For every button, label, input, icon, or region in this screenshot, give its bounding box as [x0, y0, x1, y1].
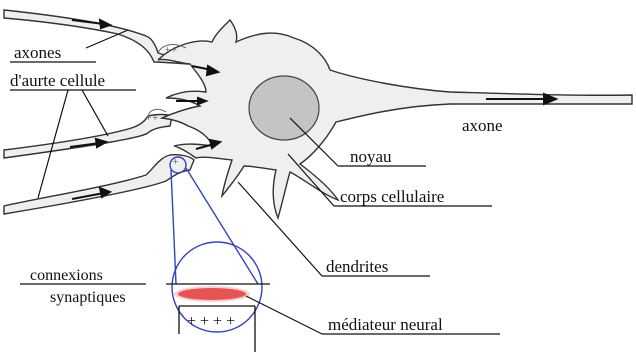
svg-text:++: ++ [145, 113, 158, 122]
label-noyau: noyau [350, 147, 392, 166]
synapse-charges: + + + + [187, 313, 235, 330]
label-corps-cellulaire: corps cellulaire [340, 187, 444, 206]
svg-text:++: ++ [164, 45, 177, 54]
nucleus [249, 76, 319, 140]
label-synaptiques: synaptiques [50, 289, 126, 306]
label-mediateur: médiateur neural [328, 315, 443, 334]
label-dendrites: dendrites [326, 257, 388, 276]
label-aurte-cellule: d'aurte cellule [10, 71, 105, 90]
mediator-cloud-fringe [174, 286, 250, 302]
label-axone: axone [462, 116, 503, 135]
label-axones: axones [14, 43, 61, 62]
axon-bottom [4, 155, 194, 214]
label-connexions: connexions [30, 267, 103, 284]
